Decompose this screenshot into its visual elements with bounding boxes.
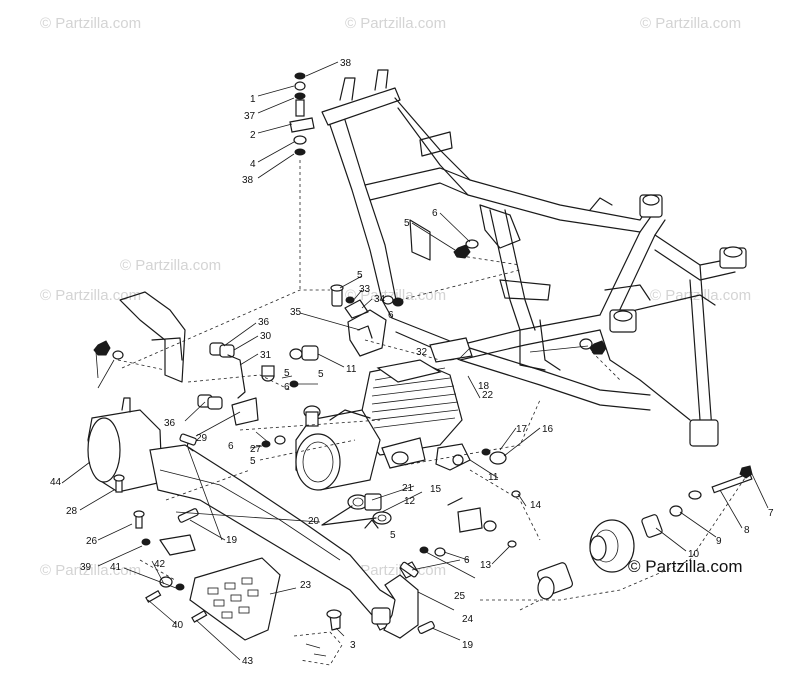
callout-label: 33: [359, 284, 371, 295]
callout-label: 15: [430, 484, 442, 495]
mounts: [197, 342, 319, 448]
callout-label: 9: [716, 536, 722, 547]
left-bracket: [93, 291, 186, 383]
callout-label: 39: [80, 562, 92, 573]
callout-label: 28: [66, 506, 78, 517]
callout-label: 6: [464, 555, 470, 566]
callout-label: 17: [516, 424, 528, 435]
watermark: © Partzilla.com: [345, 15, 446, 32]
frame-fasteners: [345, 239, 607, 355]
engine: [295, 337, 473, 491]
upper-bracket: [330, 284, 404, 357]
callout-label: 6: [432, 208, 438, 219]
callout-label: 32: [416, 347, 428, 358]
callout-label: 8: [744, 525, 750, 536]
callout-label: 6: [388, 310, 394, 321]
callout-label: 5: [357, 270, 363, 281]
callout-label: 19: [462, 640, 474, 651]
heat-shield: [113, 474, 343, 666]
callout-label: 36: [258, 317, 270, 328]
watermark: © Partzilla.com: [40, 287, 141, 304]
clutch-assembly: [480, 465, 753, 611]
callout-label: 13: [480, 560, 492, 571]
watermarks: © Partzilla.com © Partzilla.com © Partzi…: [40, 15, 751, 579]
callout-label: 12: [404, 496, 416, 507]
callout-label: 14: [530, 500, 542, 511]
copyright-text: © Partzilla.com: [628, 557, 743, 576]
callout-label: 1: [250, 94, 256, 105]
callout-label: 34: [374, 294, 386, 305]
callout-label: 37: [244, 111, 256, 122]
callout-label: 41: [110, 562, 122, 573]
callout-label: 6: [228, 441, 234, 452]
callout-label: 5: [390, 530, 396, 541]
callout-label: 38: [242, 175, 254, 186]
callout-label: 18: [478, 381, 490, 392]
watermark: © Partzilla.com: [40, 15, 141, 32]
callout-label: 23: [300, 580, 312, 591]
callout-label: 31: [260, 350, 272, 361]
callout-label: 19: [226, 535, 238, 546]
callout-label: 2: [250, 130, 256, 141]
callout-label: 5: [250, 456, 256, 467]
watermark: © Partzilla.com: [40, 562, 141, 579]
callout-label: 5: [318, 369, 324, 380]
callout-label: 35: [290, 307, 302, 318]
callout-label: 3: [350, 640, 356, 651]
small-parts: [177, 433, 521, 634]
callout-label: 20: [308, 516, 320, 527]
callout-label: 27: [250, 444, 262, 455]
callout-label: 21: [402, 483, 414, 494]
callout-label: 4: [250, 159, 256, 170]
callout-labels: 38 1 37 2 4 38 5 6 5 33 34 6 35 36 30 31…: [50, 58, 774, 667]
callout-label: 36: [164, 418, 176, 429]
frame: [321, 69, 747, 447]
callout-label: 5: [284, 368, 290, 379]
callout-label: 30: [260, 331, 272, 342]
callout-label: 40: [172, 620, 184, 631]
callout-label: 25: [454, 591, 466, 602]
callout-label: 5: [404, 218, 410, 229]
callout-label: 29: [196, 433, 208, 444]
callout-label: 42: [154, 559, 166, 570]
construction-lines: [121, 254, 621, 581]
watermark: © Partzilla.com: [640, 15, 741, 32]
watermark: © Partzilla.com: [345, 562, 446, 579]
callout-label: 11: [488, 472, 499, 483]
callout-label: 7: [768, 508, 774, 519]
callout-label: 24: [462, 614, 474, 625]
callout-label: 10: [688, 549, 700, 560]
watermark: © Partzilla.com: [120, 257, 221, 274]
callout-label: 43: [242, 656, 254, 667]
callout-label: 6: [284, 382, 290, 393]
callouts: [61, 61, 769, 661]
callout-label: 22: [482, 390, 494, 401]
callout-label: 26: [86, 536, 98, 547]
callout-label: 11: [346, 364, 357, 375]
callout-label: 38: [340, 58, 352, 69]
callout-label: 16: [542, 424, 554, 435]
callout-label: 44: [50, 477, 62, 488]
mount-stack: [289, 72, 315, 290]
